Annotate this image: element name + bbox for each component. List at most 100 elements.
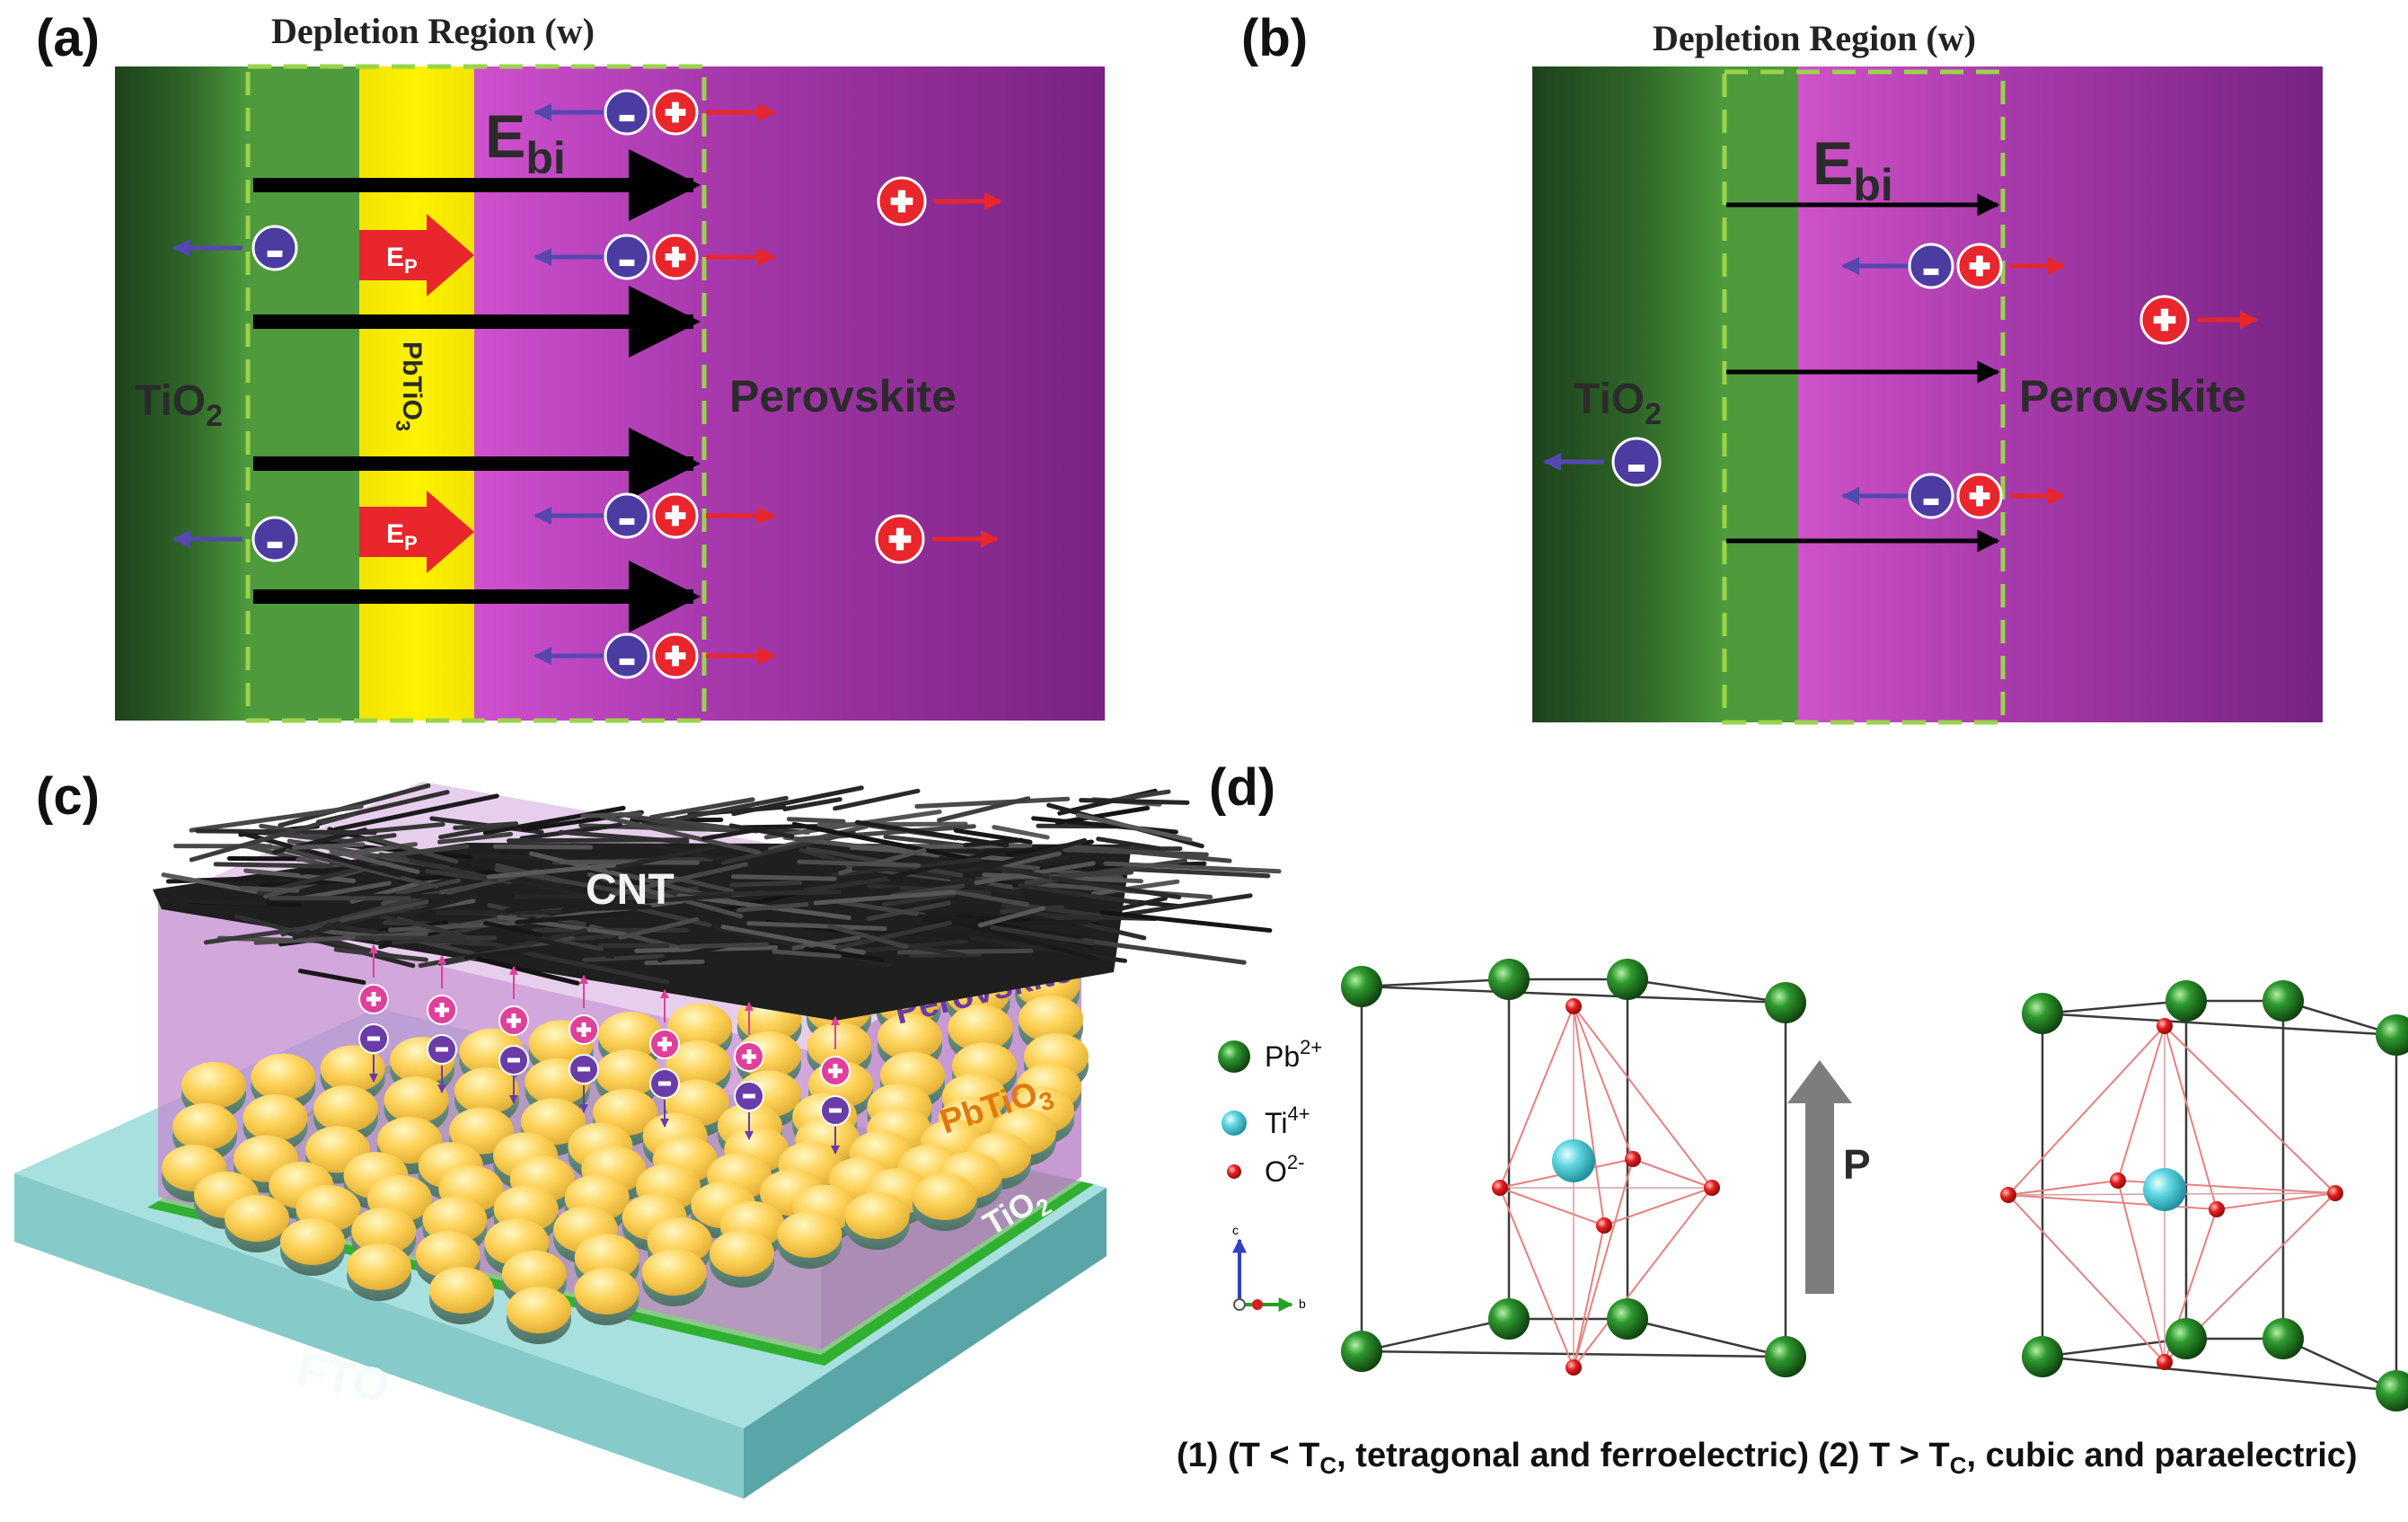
cell-edge <box>2042 999 2187 1015</box>
panel-c-label: (c) <box>36 767 100 826</box>
carbon-nanotube <box>746 921 887 932</box>
pb-atom <box>1607 959 1648 1000</box>
carbon-nanotube <box>992 825 1050 840</box>
carbon-nanotube <box>763 810 942 840</box>
carbon-nanotube <box>1079 798 1190 805</box>
pbtio3-particle <box>507 1287 571 1344</box>
carbon-nanotube <box>253 931 428 945</box>
electron-carrier <box>604 234 650 280</box>
octahedron-edge <box>2164 1025 2336 1194</box>
electron-carrier <box>604 633 650 679</box>
octahedron-edge <box>1573 1158 1634 1368</box>
pb-atom <box>1488 1298 1530 1340</box>
carbon-nanotube <box>300 880 392 901</box>
carbon-nanotube <box>1075 812 1193 843</box>
hole-carrier <box>652 234 699 280</box>
panel-a-carriers <box>172 89 1002 679</box>
octahedron-edge <box>1603 1187 1713 1226</box>
pb-legend-label: Pb2+ <box>1265 1036 1322 1073</box>
panel-a-tio2-depleted <box>248 66 359 721</box>
o-atom <box>1566 1359 1582 1376</box>
pb-atom <box>1341 1331 1382 1372</box>
carbon-nanotube <box>791 821 969 861</box>
panel-b-depletion-box <box>1722 69 2006 725</box>
carbon-nanotube <box>292 842 366 850</box>
carbon-nanotube <box>524 934 615 960</box>
carbon-nanotube <box>803 946 886 962</box>
carbon-nanotube <box>333 947 428 962</box>
panel-a-polarization-arrow-top: EP <box>359 214 474 296</box>
cell-edge <box>1627 1317 1786 1358</box>
carbon-nanotube <box>1081 938 1247 965</box>
carbon-nanotube <box>1096 836 1161 851</box>
octahedron-edge <box>1499 1187 1574 1368</box>
carbon-nanotube <box>234 914 393 959</box>
pb-atom <box>1341 966 1382 1007</box>
electron-charge <box>569 1054 599 1084</box>
electron-charge <box>427 1034 457 1065</box>
caption-cubic: (2) T > TC, cubic and paraelectric) <box>1818 1437 2358 1479</box>
carbon-nanotube <box>1050 875 1182 899</box>
carbon-nanotube <box>1055 805 1151 826</box>
panel-b-header: Depletion Region (w) <box>1653 18 1976 58</box>
octahedron-edge <box>1573 1005 1713 1189</box>
carbon-nanotube <box>772 949 842 959</box>
cell-edge <box>1361 985 1786 1004</box>
carbon-nanotube <box>514 893 606 899</box>
hole-charge <box>649 1029 680 1059</box>
panel-a-header: Depletion Region (w) <box>271 11 595 51</box>
carbon-nanotube <box>898 942 967 959</box>
panel-d-label: (d) <box>1209 758 1275 817</box>
panel-b: (b) Depletion Region (w) Ebi TiO2 Perovs… <box>1241 9 2323 725</box>
ti-legend-label: Ti4+ <box>1265 1102 1310 1139</box>
electron-charge <box>649 1068 680 1099</box>
carbon-nanotube <box>890 883 966 898</box>
carbon-nanotube <box>834 886 901 899</box>
carbon-nanotube <box>582 954 665 962</box>
pb-atom <box>1607 1298 1648 1340</box>
o-atom <box>1596 1217 1612 1234</box>
panel-a: (a) Depletion Region (w) Ebi EP EP PbTiO… <box>36 9 1105 723</box>
hole-carrier <box>652 633 699 679</box>
electron-carrier <box>1611 437 1662 487</box>
panel-a-polarization-arrow-bottom: EP <box>359 491 474 573</box>
carbon-nanotube <box>990 863 1051 880</box>
panel-a-field-label: Ebi <box>485 102 566 183</box>
panel-b-perovskite-layer <box>1798 66 2323 722</box>
octahedron-edge <box>2007 1194 2218 1210</box>
cell-edge <box>2042 1355 2397 1393</box>
carbon-nanotube <box>737 902 809 913</box>
carbon-nanotube <box>435 909 562 916</box>
octahedron-edge <box>2164 1025 2218 1210</box>
carbon-nanotube <box>203 924 323 945</box>
carbon-nanotube <box>1022 919 1089 925</box>
polarization-label: EP <box>386 519 418 554</box>
carbon-nanotube <box>580 811 643 819</box>
carbon-nanotube <box>657 893 732 903</box>
electron-charge <box>498 1045 529 1075</box>
o-atom <box>1625 1151 1641 1167</box>
pb-atom <box>2262 1318 2304 1359</box>
cell-edge <box>2042 1012 2397 1037</box>
c-axis-label: c <box>1232 1223 1239 1237</box>
ti-atom <box>2143 1168 2186 1211</box>
hole-charge <box>358 984 389 1014</box>
pbtio3-particle <box>347 1243 411 1301</box>
carbon-nanotube <box>240 885 300 893</box>
carbon-nanotube <box>599 814 762 855</box>
electron-carrier <box>604 492 650 539</box>
electron-charge <box>820 1095 851 1126</box>
octahedron-edge <box>1573 1225 1605 1368</box>
carbon-nanotube <box>914 796 1071 809</box>
pbtio3-particle-layer <box>162 961 1089 1344</box>
pb-atom <box>2376 1370 2408 1411</box>
octahedron-edge <box>1499 1005 1574 1189</box>
carbon-nanotube <box>670 889 842 898</box>
panel-a-field-arrows <box>253 149 701 633</box>
polarization-label: P <box>1843 1141 1871 1188</box>
carbon-nanotube <box>679 942 769 950</box>
carbon-nanotube <box>937 796 1031 823</box>
o-legend-label: O2- <box>1265 1151 1304 1188</box>
pb-atom <box>2165 980 2207 1022</box>
carbon-nanotube <box>329 848 420 874</box>
